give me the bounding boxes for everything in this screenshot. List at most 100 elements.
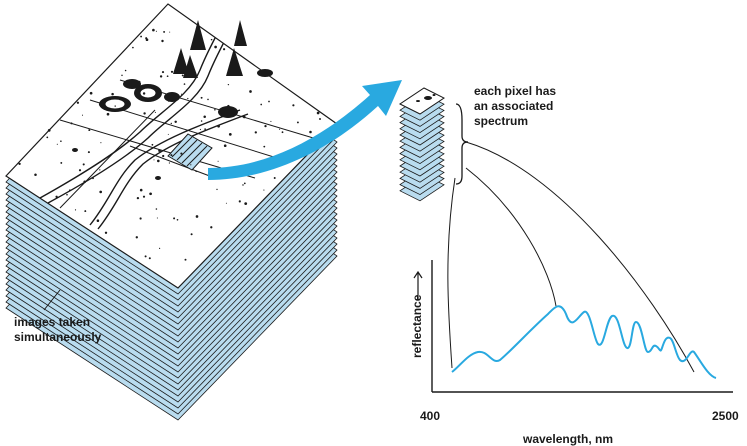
speckle-dot xyxy=(139,217,142,220)
reflectance-chart xyxy=(431,260,733,393)
speckle-dot xyxy=(244,202,248,205)
speckle-dot xyxy=(162,154,165,158)
speckle-dot xyxy=(214,109,216,111)
speckle-dot xyxy=(121,74,123,77)
speckle-dot xyxy=(279,128,281,130)
speckle-dot xyxy=(170,70,174,73)
speckle-dot xyxy=(83,180,86,184)
speckle-dot xyxy=(204,128,206,130)
images-leader-line xyxy=(43,289,61,311)
speckle-dot xyxy=(207,98,209,101)
selected-pixel-cell xyxy=(167,133,213,171)
y-axis-label: reflectance xyxy=(410,294,424,358)
speckle-dot xyxy=(180,152,183,155)
speckle-dot xyxy=(210,226,213,229)
speckle-dot xyxy=(242,184,244,186)
pixel-bracket xyxy=(455,103,469,185)
speckle-dot xyxy=(98,103,101,106)
speckle-dot xyxy=(200,120,203,122)
speckle-dot xyxy=(155,30,157,32)
x-min-tick-label: 400 xyxy=(420,409,440,423)
speckle-dot xyxy=(195,215,199,218)
speckle-dot xyxy=(149,192,152,196)
speckle-dot xyxy=(158,149,161,152)
speckle-dot xyxy=(175,98,177,100)
projection-lines xyxy=(447,141,695,373)
speckle-dot xyxy=(238,200,241,203)
speckle-dot xyxy=(148,257,151,260)
speckle-dot xyxy=(243,182,246,185)
speckle-dot xyxy=(142,92,146,95)
pixel-label-line1: each pixel has xyxy=(474,84,556,98)
speckle-dot xyxy=(210,38,213,41)
speckle-dot xyxy=(176,218,179,221)
speckle-dot xyxy=(199,128,201,131)
speckle-dot xyxy=(84,210,87,213)
speckle-dot xyxy=(104,231,108,234)
speckle-dot xyxy=(184,258,187,261)
speckle-dot xyxy=(161,39,164,43)
speckle-dot xyxy=(227,104,230,108)
speckle-dot xyxy=(223,144,227,148)
speckle-dot xyxy=(143,112,146,115)
speckle-dot xyxy=(81,114,84,116)
speckle-dot xyxy=(100,142,102,144)
x-axis-label: wavelength, nm xyxy=(522,432,613,446)
speckle-dot xyxy=(60,140,62,142)
labels: images taken simultaneously each pixel h… xyxy=(14,84,739,446)
speckle-dot xyxy=(166,75,169,78)
speckle-dot xyxy=(243,115,246,119)
speckle-dot xyxy=(145,37,148,40)
speckle-dot xyxy=(190,164,192,166)
speckle-dot xyxy=(135,236,138,239)
speckle-dot xyxy=(74,209,77,211)
speckle-dot xyxy=(249,90,252,93)
speckle-dot xyxy=(89,91,93,95)
speckle-dot xyxy=(106,112,110,116)
speckle-dot xyxy=(163,30,166,33)
speckle-dot xyxy=(309,130,312,134)
speckle-dot xyxy=(92,177,94,180)
speckle-dot xyxy=(200,96,203,99)
speckle-dot xyxy=(156,159,160,163)
spectrum-curve xyxy=(451,305,717,379)
speckle-dot xyxy=(138,85,140,86)
speckle-dot xyxy=(292,104,295,107)
speckle-dot xyxy=(76,101,80,104)
speckle-dot xyxy=(60,161,63,164)
speckle-dot xyxy=(263,145,266,148)
speckle-dot xyxy=(173,217,176,220)
speckle-dot xyxy=(181,74,184,77)
speckle-dot xyxy=(169,31,171,33)
speckle-dot xyxy=(66,193,68,196)
speckle-dot xyxy=(111,92,114,96)
speckle-dot xyxy=(152,28,155,32)
speckle-dot xyxy=(217,124,220,128)
tree-icon xyxy=(173,20,247,78)
speckle-dot xyxy=(88,129,91,132)
speckle-dot xyxy=(183,83,186,85)
speckle-dot xyxy=(168,162,170,164)
speckle-dot xyxy=(56,143,58,145)
speckle-dot xyxy=(69,189,71,191)
speckle-dot xyxy=(216,188,218,191)
speckle-dot xyxy=(139,188,143,192)
pixel-label-line3: spectrum xyxy=(474,114,528,128)
speckle-dot xyxy=(154,111,156,113)
speckle-dot xyxy=(140,35,143,38)
speckle-dot xyxy=(170,122,172,125)
speckle-dot xyxy=(168,100,170,102)
speckle-dot xyxy=(99,169,101,171)
speckle-dot xyxy=(151,143,154,146)
speckle-dot xyxy=(18,162,21,166)
speckle-dot xyxy=(87,151,90,154)
pixel-column xyxy=(399,87,445,202)
speckle-dot xyxy=(222,48,226,51)
speckle-dot xyxy=(136,196,140,200)
speckle-dot xyxy=(263,189,265,191)
speckle-dot xyxy=(217,160,219,162)
speckle-dot xyxy=(161,71,165,74)
x-max-tick-label: 2500 xyxy=(712,409,739,423)
speckle-dot xyxy=(254,131,257,134)
